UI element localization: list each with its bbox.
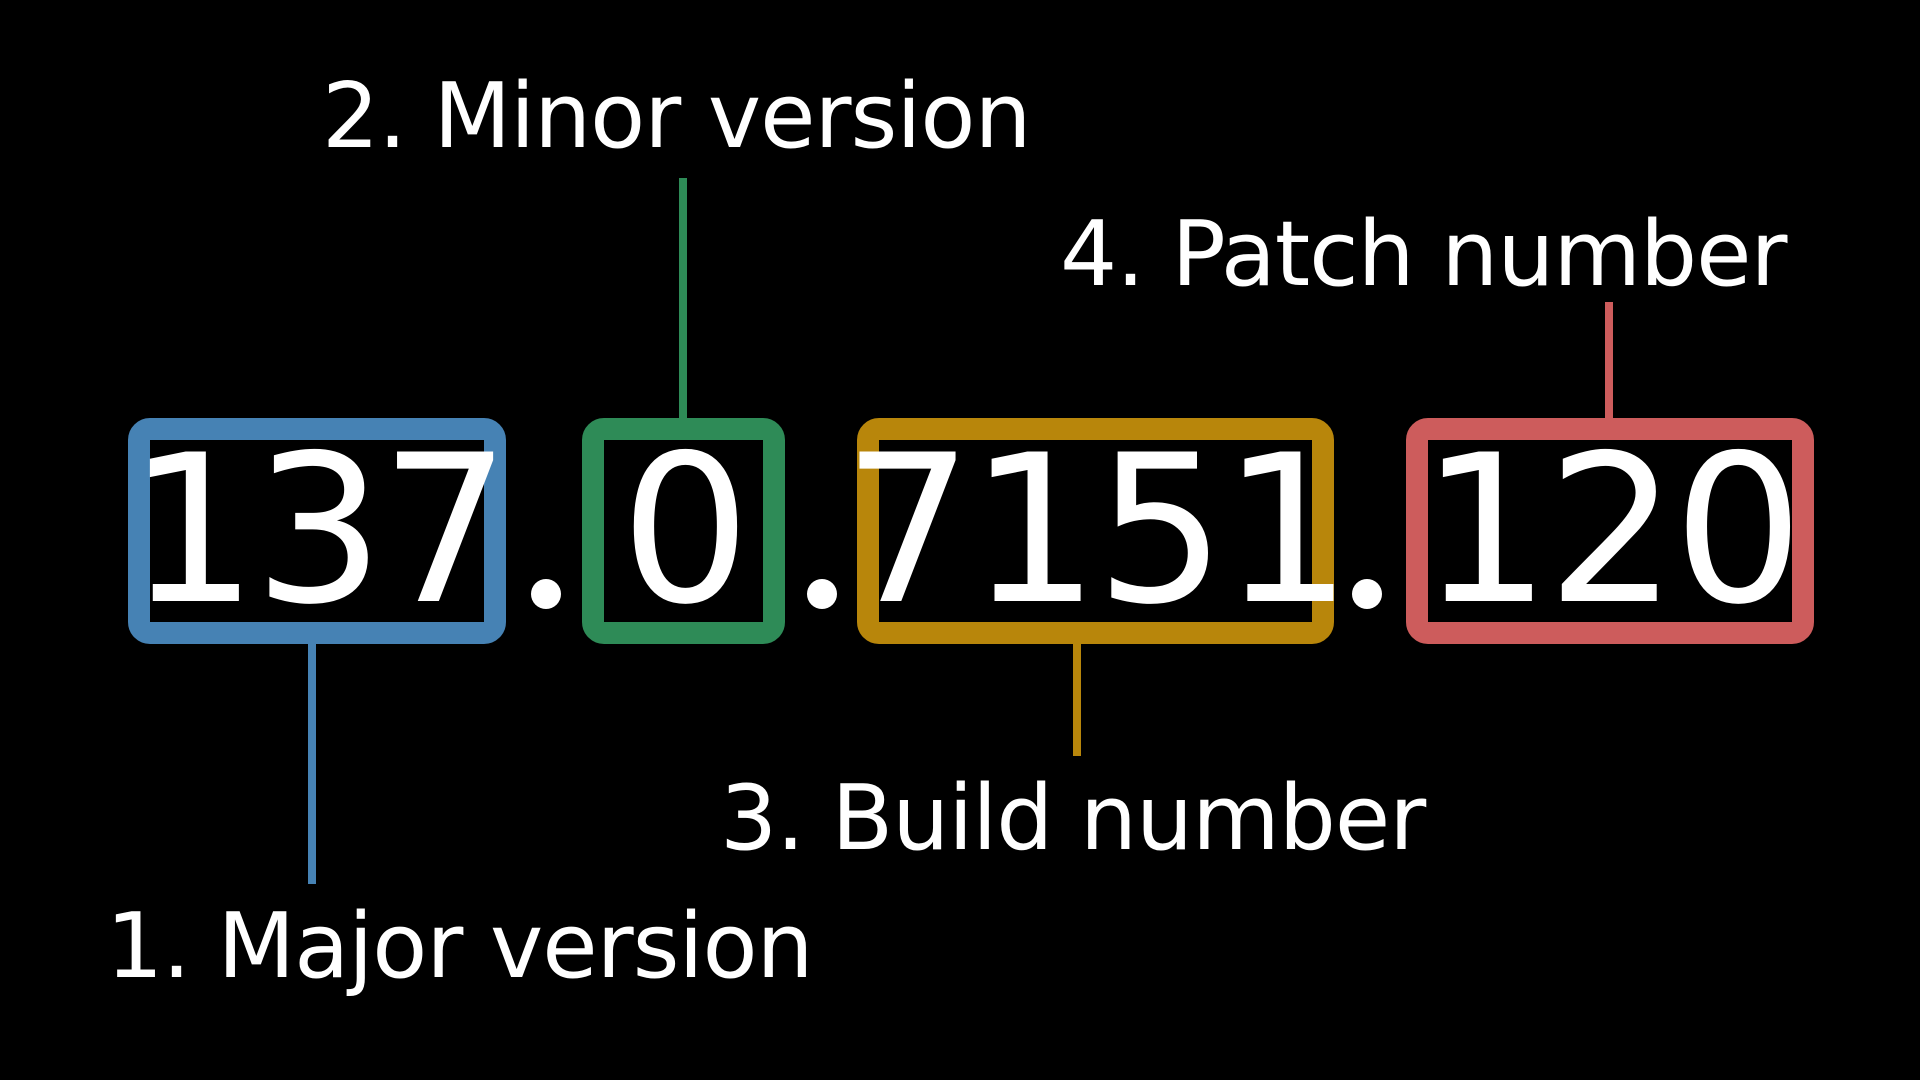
major-version-label: 1. Major version [106, 894, 814, 999]
patch-number-box: 120 [1406, 418, 1814, 644]
build-number-box: 7151 [843, 418, 1352, 644]
build-number-value: 7151 [842, 411, 1353, 650]
major-version-box: 137 [127, 411, 511, 650]
patch-number-value: 120 [1420, 411, 1803, 650]
patch-connector-line [1605, 302, 1613, 418]
minor-version-value: 0 [620, 411, 750, 650]
separator-dot [807, 579, 837, 609]
separator-dot [1352, 579, 1382, 609]
build-connector-line [1073, 644, 1081, 756]
build-number-label: 3. Build number [720, 766, 1426, 871]
minor-connector-line [679, 178, 687, 418]
major-version-value: 137 [127, 411, 510, 650]
minor-version-box: 0 [582, 418, 785, 644]
major-connector-line [308, 644, 316, 884]
patch-number-label: 4. Patch number [1060, 202, 1788, 307]
separator-dot [531, 579, 561, 609]
minor-version-label: 2. Minor version [322, 64, 1031, 169]
